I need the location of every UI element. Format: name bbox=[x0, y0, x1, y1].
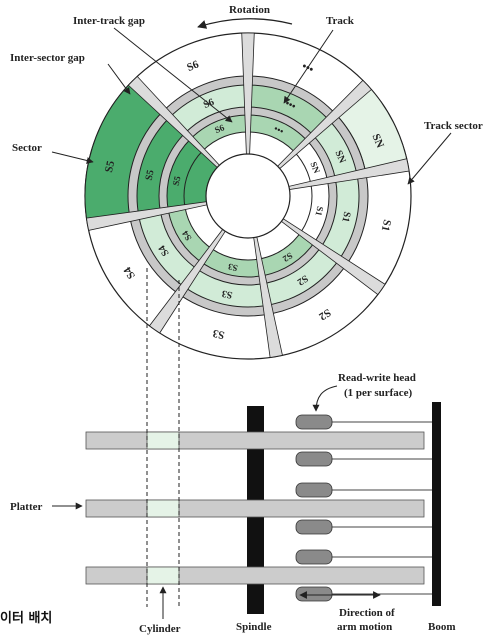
sector-pointer bbox=[51, 151, 94, 164]
inter-sector-gap-pointer bbox=[107, 63, 131, 95]
sector-label-s3-track-2: S3 bbox=[221, 287, 234, 300]
spindle-label: Spindle bbox=[236, 621, 272, 633]
read-write-head-5 bbox=[295, 549, 333, 565]
track-middle-segment bbox=[169, 85, 248, 134]
read-write-head-6 bbox=[295, 586, 333, 602]
sector-label-dotsdotsdots-track-3: ••• bbox=[272, 123, 285, 136]
track-middle-segment bbox=[248, 85, 330, 136]
footer-korean-text: 이터 배치 bbox=[0, 611, 53, 626]
sector-label-s1-track-1: S1 bbox=[379, 218, 393, 232]
read-write-head-2 bbox=[295, 451, 333, 467]
read-write-head-4 bbox=[295, 519, 333, 535]
sector-label-s4-track-2: S4 bbox=[157, 243, 172, 258]
read-write-head-3 bbox=[295, 482, 333, 498]
track-middle-segment bbox=[184, 268, 268, 307]
track-inner-segment bbox=[294, 140, 328, 184]
inter-track-gap-label: Inter-track gap bbox=[73, 15, 145, 27]
track-inner-segment bbox=[259, 232, 315, 276]
track-middle-segment bbox=[320, 174, 360, 260]
arm-assembly bbox=[295, 414, 432, 602]
track-pointer bbox=[283, 29, 334, 104]
track-middle-segment bbox=[313, 120, 357, 180]
disk-stack-side-view bbox=[85, 268, 441, 614]
track-sector-pointer bbox=[407, 132, 452, 185]
track-middle-segment bbox=[263, 247, 339, 306]
sector-label-s5-track-3: S5 bbox=[171, 175, 183, 187]
inter-track-gap-pointer bbox=[113, 27, 233, 123]
read-write-head-label-2: (1 per surface) bbox=[344, 387, 413, 399]
platter-2 bbox=[85, 499, 425, 518]
track-inner-segment bbox=[300, 180, 329, 243]
track-middle-segment bbox=[138, 211, 197, 287]
platter-1 bbox=[85, 431, 425, 450]
sector-label-s5-track-2: S5 bbox=[144, 169, 157, 182]
sector-label-sn-track-1: SN bbox=[370, 132, 387, 150]
inter-sector-gap-label: Inter-sector gap bbox=[10, 52, 85, 64]
read-write-head-1 bbox=[295, 414, 333, 430]
cylinder-track-2 bbox=[146, 499, 180, 518]
boom bbox=[432, 402, 441, 606]
sector-label-s2-track-2: S2 bbox=[295, 272, 310, 287]
cylinder-track-1 bbox=[146, 431, 180, 450]
inter-sector-gaps-layer bbox=[86, 32, 410, 358]
sector-label: Sector bbox=[12, 142, 42, 154]
sector-label-s1-track-2: S1 bbox=[339, 210, 352, 223]
sector-label-s6-track-3: S6 bbox=[213, 122, 226, 135]
disk-hub bbox=[205, 153, 291, 239]
cylinder-track-3 bbox=[146, 566, 180, 585]
sector-label-s3-track-3: S3 bbox=[227, 261, 239, 273]
track-label: Track bbox=[326, 15, 355, 27]
rotation-label: Rotation bbox=[229, 4, 270, 16]
track-inner-segment bbox=[168, 207, 212, 263]
rotation-arrow bbox=[197, 18, 293, 29]
sector-label-s5-track-1: S5 bbox=[103, 159, 117, 173]
cylinder-label: Cylinder bbox=[139, 623, 181, 635]
read-write-head-pointer bbox=[312, 385, 338, 412]
read-write-head-label-1: Read-write head bbox=[338, 372, 416, 384]
sector-label-s1-track-3: S1 bbox=[313, 205, 325, 217]
track-inner-segment bbox=[248, 115, 308, 153]
platter-3 bbox=[85, 566, 425, 585]
sector-label-sn-track-3: SN bbox=[308, 160, 322, 175]
track-inner-segment bbox=[190, 115, 248, 151]
direction-label-2: arm motion bbox=[337, 621, 392, 633]
disk-surface: S1S1S1S2S2S2S3S3S3S4S4S4S5S5S5S6S6S6••••… bbox=[84, 32, 412, 360]
direction-label-1: Direction of bbox=[339, 607, 395, 619]
sector-label-sn-track-2: SN bbox=[332, 149, 347, 166]
boom-label: Boom bbox=[428, 621, 456, 633]
sector-label-s6-track-1: S6 bbox=[185, 58, 201, 74]
track-inner-segment bbox=[201, 248, 263, 277]
track-sector-label: Track sector bbox=[424, 120, 483, 132]
platter-label: Platter bbox=[10, 501, 42, 513]
sector-labels-layer: S1S1S1S2S2S2S3S3S3S4S4S4S5S5S5S6S6S6••••… bbox=[103, 58, 393, 341]
sector-label-s3-track-1: S3 bbox=[211, 327, 225, 341]
track-rings-layer bbox=[127, 75, 369, 317]
